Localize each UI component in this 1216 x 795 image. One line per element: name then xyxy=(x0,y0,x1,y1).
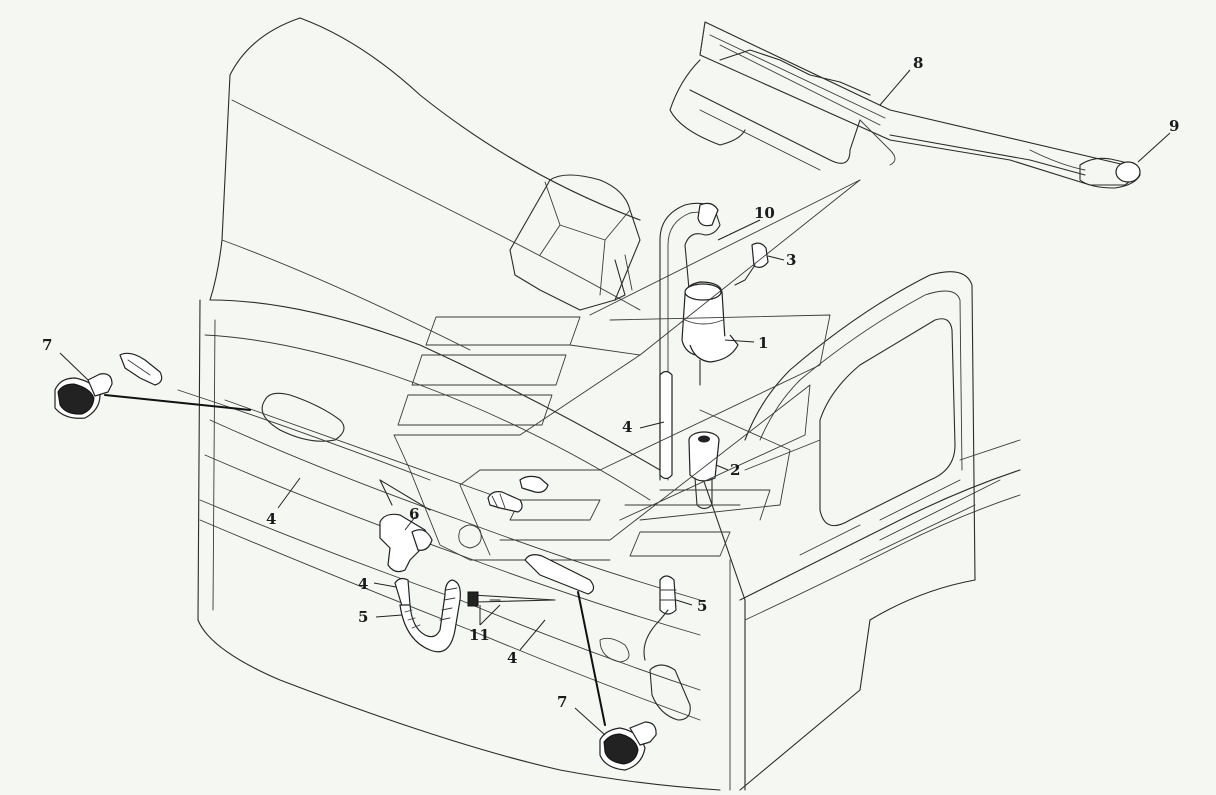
washer-nozzle-left-7 xyxy=(54,352,251,419)
watermark-logo xyxy=(393,179,861,561)
callout-11: 11 xyxy=(469,626,490,644)
callout-4-upper: 4 xyxy=(622,418,632,436)
hose-vertical-left xyxy=(659,370,673,480)
hose-lower-bracket xyxy=(524,554,595,595)
hose-segments-left-4-5 xyxy=(394,577,461,653)
pump-connector-3 xyxy=(734,242,769,286)
cab-outline xyxy=(177,17,1021,791)
callout-5-left: 5 xyxy=(358,608,368,626)
callout-2: 2 xyxy=(730,461,740,479)
callout-5-right: 5 xyxy=(697,597,707,615)
callout-4-lower-left: 4 xyxy=(358,575,368,593)
callout-1: 1 xyxy=(758,334,768,352)
callout-4-lower: 4 xyxy=(507,649,517,667)
callout-9: 9 xyxy=(1169,117,1179,135)
hoses-connector-6 xyxy=(379,479,433,573)
callout-8: 8 xyxy=(913,54,923,72)
washer-reservoir xyxy=(509,174,641,311)
callout-7-left: 7 xyxy=(42,336,52,354)
callout-3: 3 xyxy=(786,251,796,269)
callout-10: 10 xyxy=(754,204,775,222)
callout-7-right: 7 xyxy=(557,693,567,711)
callout-6: 6 xyxy=(409,505,419,523)
washer-hose-10 xyxy=(659,202,721,481)
washer-pump-1 xyxy=(681,281,739,386)
callout-4-left: 4 xyxy=(266,510,276,528)
washer-nozzle-right-7 xyxy=(577,591,657,771)
hose-lower-5-right xyxy=(643,575,677,661)
wiper-motor-assembly xyxy=(669,21,1141,189)
clips-11 xyxy=(467,591,556,607)
hose-piece-upper xyxy=(487,475,549,513)
callout-labels: 8 9 10 3 1 4 2 7 4 6 4 5 11 4 5 7 xyxy=(42,54,1179,711)
reservoir-cap-2 xyxy=(688,431,720,510)
leader-lines xyxy=(59,69,1171,736)
